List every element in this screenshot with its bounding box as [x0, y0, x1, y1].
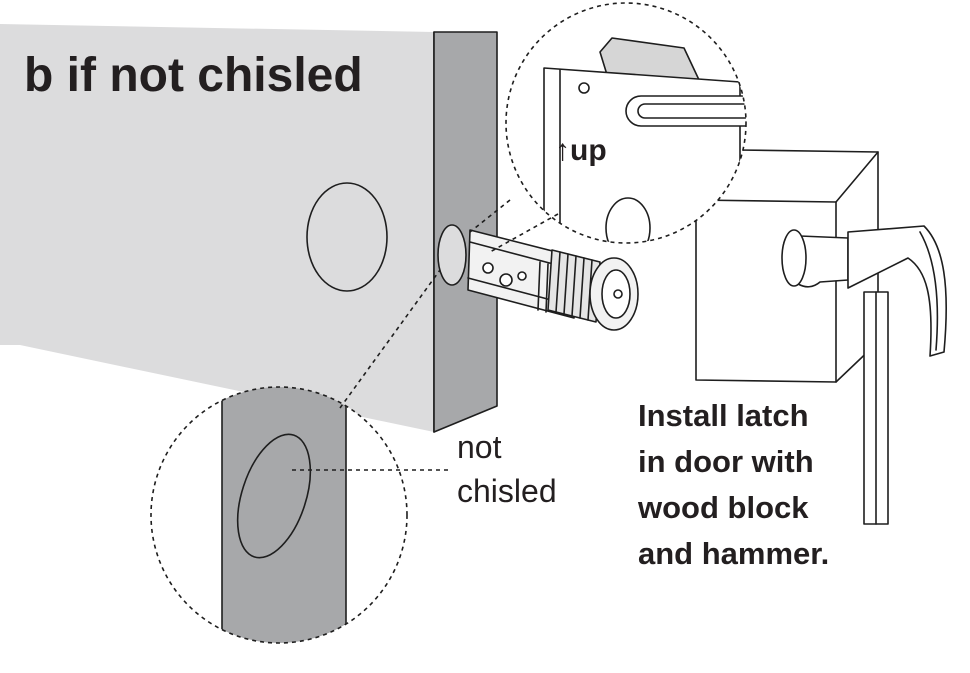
callout-line-2: chisled — [457, 473, 557, 509]
instruction-line-1: Install latch — [638, 398, 809, 433]
hammer — [781, 225, 948, 525]
latch — [467, 229, 639, 331]
instruction-line-4: and hammer. — [638, 536, 829, 571]
door-edge — [433, 31, 498, 433]
edge-hole — [437, 224, 467, 286]
page-title: b if not chisled — [24, 49, 363, 102]
zoom-connector-top-2 — [489, 213, 559, 253]
up-orientation-label: ↑up — [555, 134, 607, 167]
bore-hole — [306, 182, 388, 292]
not-chisled-detail — [150, 386, 408, 644]
latch-plate-detail: ↑up — [505, 2, 747, 244]
callout-line-1: not — [457, 429, 502, 465]
instruction-line-3: wood block — [637, 490, 809, 525]
zoom-connector-top-1 — [469, 199, 511, 233]
instruction-line-2: in door with — [638, 444, 814, 479]
door-face — [0, 24, 434, 432]
